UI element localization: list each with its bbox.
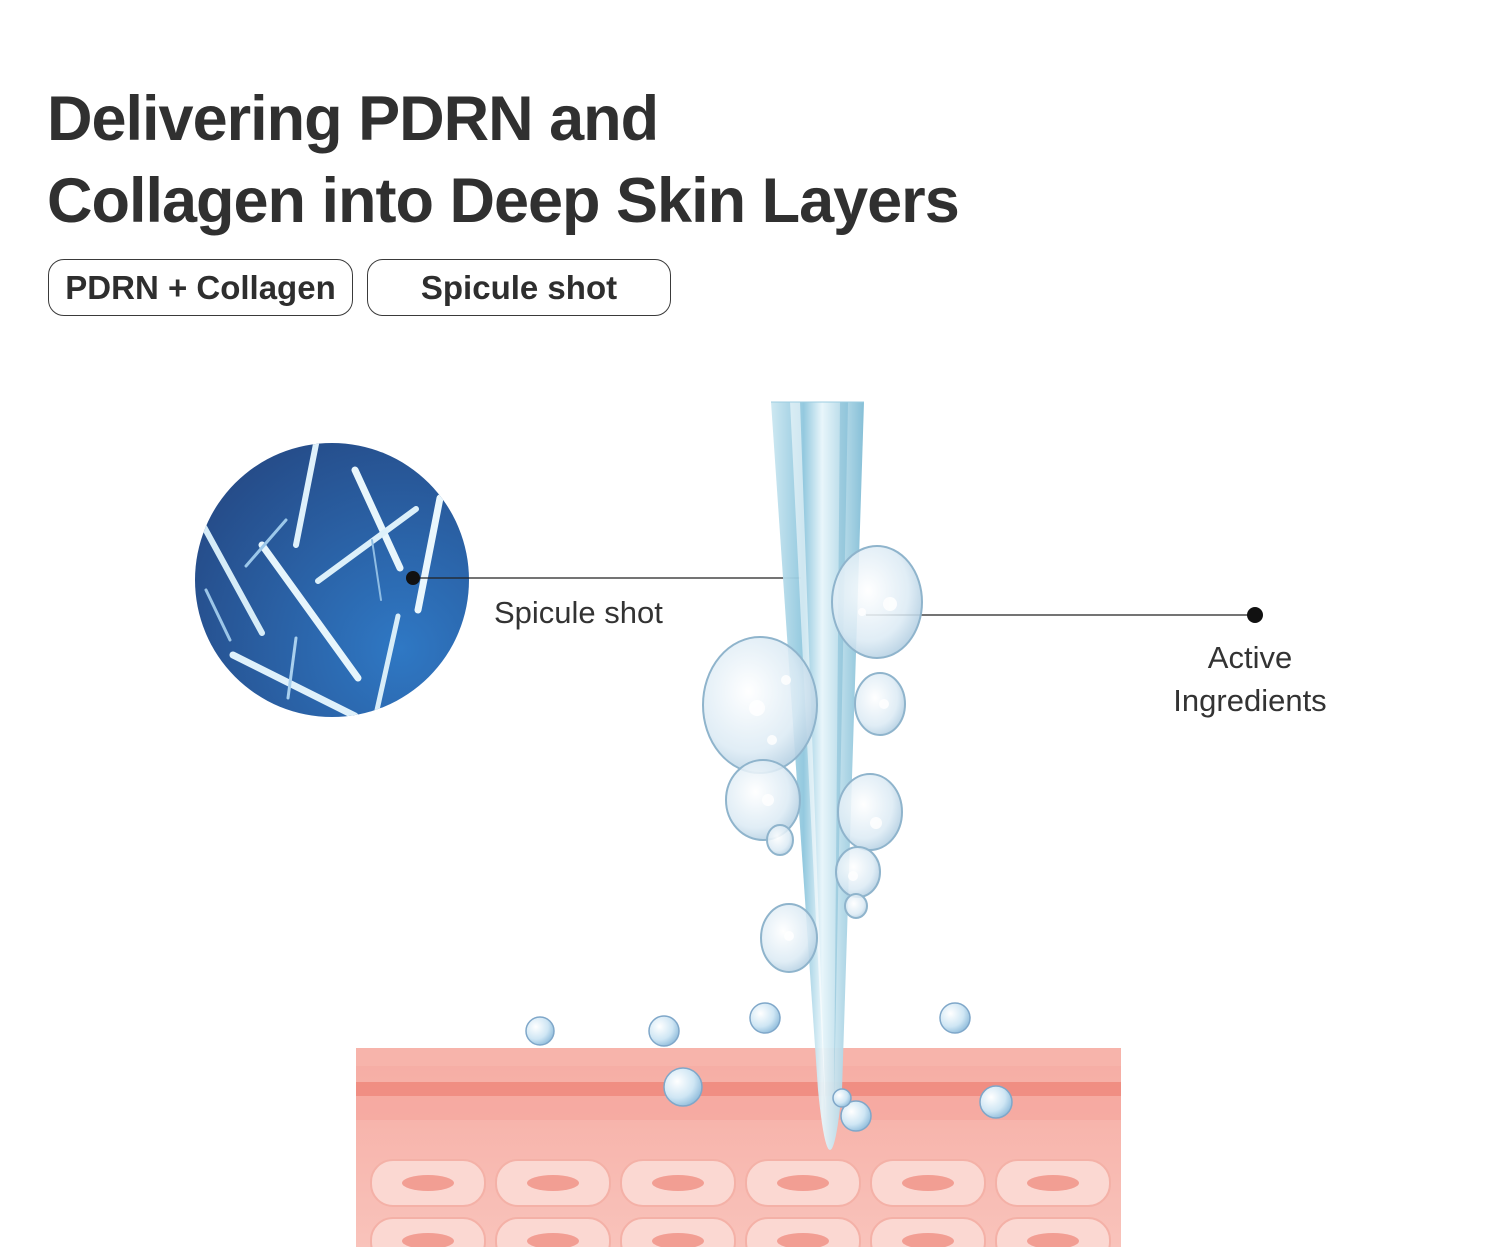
label-active-line-1: Active [1207,640,1293,675]
label-spicule-shot: Spicule shot [494,595,663,630]
page-title: Delivering PDRN and Collagen into Deep S… [47,78,960,242]
label-active-line-2: Ingredients [1173,683,1327,718]
callout-dot-right [1247,607,1263,623]
label-active-ingredients: Active Ingredients [1140,636,1360,722]
spicule-closeup-icon [195,443,469,717]
title-line-1: Delivering PDRN and [47,84,659,154]
bubble-icon [525,1002,1013,1132]
skin-layer-icon [356,1048,1121,1247]
callout-dot-left [406,571,420,585]
tag-spicule-shot[interactable]: Spicule shot [367,259,671,316]
tag-pdrn-collagen[interactable]: PDRN + Collagen [48,259,353,316]
title-line-2: Collagen into Deep Skin Layers [47,166,960,236]
bubble-icon [702,545,923,973]
